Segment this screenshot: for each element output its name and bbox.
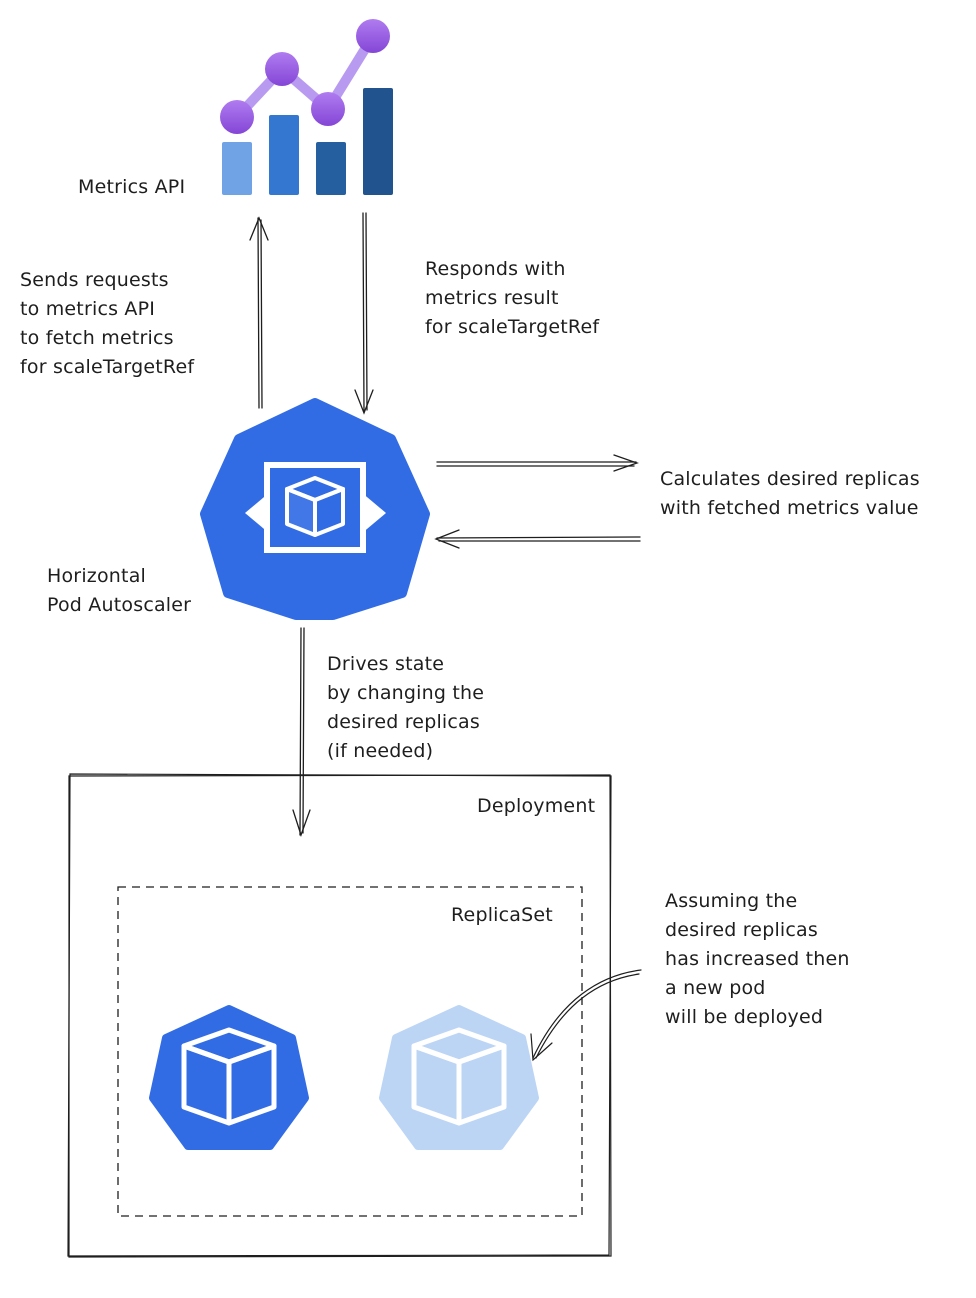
calculates-line-2: with fetched metrics value — [660, 497, 919, 519]
metrics-dot-1 — [220, 100, 254, 134]
hpa-label-line-2: Pod Autoscaler — [47, 594, 192, 616]
response-arrow — [354, 212, 374, 415]
calculates-line-1: Calculates desired replicas — [660, 468, 920, 490]
metrics-bar-3 — [316, 142, 346, 195]
request-arrow — [249, 216, 269, 409]
metrics-bar-1 — [222, 142, 252, 195]
calculate-arrow — [436, 454, 639, 472]
metrics-chart-icon — [220, 19, 393, 195]
assuming-line-5: will be deployed — [665, 1006, 824, 1028]
drives-state-line-1: Drives state — [327, 653, 445, 675]
new-pod-arrow — [530, 969, 642, 1062]
metrics-api-label: Metrics API — [78, 176, 186, 198]
hpa-label-line-1: Horizontal — [47, 565, 147, 587]
replicaset-label: ReplicaSet — [451, 904, 553, 926]
metrics-dot-2 — [265, 52, 299, 86]
deployment-box — [67, 773, 612, 1258]
pod-icon-existing — [149, 1005, 309, 1150]
assuming-line-3: has increased then — [665, 948, 850, 970]
metrics-bar-4 — [363, 88, 393, 195]
replicaset-box — [117, 886, 583, 1217]
responds-line-1: Responds with — [425, 258, 566, 280]
metrics-dot-4 — [356, 19, 390, 53]
sends-requests-line-3: to fetch metrics — [20, 327, 174, 349]
metrics-bar-2 — [269, 115, 299, 195]
hpa-icon — [200, 398, 430, 620]
drives-state-line-3: desired replicas — [327, 711, 481, 733]
assuming-line-2: desired replicas — [665, 919, 819, 941]
pod-icon-new — [379, 1005, 539, 1150]
sends-requests-line-4: for scaleTargetRef — [20, 356, 195, 378]
drives-state-arrow — [292, 627, 311, 838]
deployment-label: Deployment — [477, 795, 596, 817]
sends-requests-line-1: Sends requests — [20, 269, 169, 291]
metrics-trend-line — [232, 31, 378, 122]
responds-line-2: metrics result — [425, 287, 559, 309]
sends-requests-line-2: to metrics API — [20, 298, 156, 320]
assuming-line-4: a new pod — [665, 977, 766, 999]
drives-state-line-2: by changing the — [327, 682, 485, 704]
responds-line-3: for scaleTargetRef — [425, 316, 600, 338]
calculated-result-arrow — [434, 529, 641, 549]
assuming-line-1: Assuming the — [665, 890, 798, 912]
drives-state-line-4: (if needed) — [327, 740, 434, 762]
metrics-dot-3 — [311, 92, 345, 126]
